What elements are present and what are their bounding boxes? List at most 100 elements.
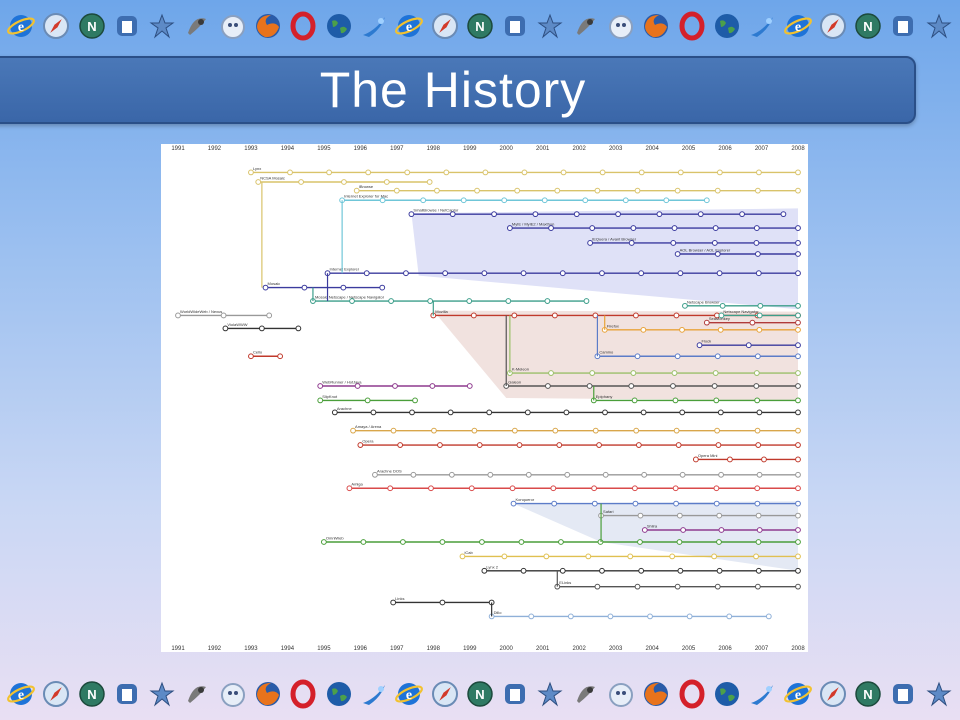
browser-label: Camino <box>599 350 614 355</box>
version-node <box>795 485 801 492</box>
version-node <box>594 187 601 194</box>
version-node <box>753 383 760 389</box>
year-label-top: 1991 <box>171 146 185 152</box>
version-node <box>597 539 604 545</box>
browser-label: K-Meleon <box>512 367 529 372</box>
browser-label: Cello <box>253 350 263 355</box>
version-node <box>277 353 284 360</box>
version-node <box>755 270 762 277</box>
safari-icon <box>43 13 70 39</box>
version-node <box>638 169 645 176</box>
browser-label: Mozilla <box>435 309 448 314</box>
version-node <box>677 270 684 277</box>
version-node <box>550 485 557 492</box>
version-node <box>677 169 684 176</box>
version-node <box>680 527 687 533</box>
year-label-top: 2007 <box>755 146 769 152</box>
version-node <box>726 613 733 620</box>
year-label-top: 2004 <box>645 146 659 152</box>
version-node <box>459 553 466 560</box>
version-node <box>470 312 477 319</box>
version-node <box>558 539 564 545</box>
year-label-top: 1999 <box>463 146 477 152</box>
browser-label: Arachne <box>337 406 353 411</box>
version-node <box>392 383 398 389</box>
version-node <box>753 370 760 376</box>
version-node <box>437 442 443 448</box>
version-node <box>673 427 680 434</box>
version-node <box>447 409 454 416</box>
version-node <box>501 197 508 204</box>
version-node <box>713 500 720 507</box>
year-label-bottom: 1991 <box>171 646 185 652</box>
version-node <box>520 270 527 277</box>
version-node <box>703 197 710 204</box>
version-node <box>754 397 761 404</box>
version-node <box>674 583 681 590</box>
safari-icon <box>819 13 846 39</box>
version-node <box>795 225 801 231</box>
version-node <box>669 553 676 560</box>
opera-icon <box>679 11 705 41</box>
version-node <box>563 409 570 416</box>
version-node <box>795 583 801 590</box>
browser-label: WebRunner / HotJava <box>322 380 362 385</box>
shield-icon <box>116 684 137 704</box>
version-node <box>602 471 609 478</box>
version-node <box>353 187 360 194</box>
version-node <box>510 500 517 507</box>
browser-label: AOL Browser / AOL Explorer <box>680 248 731 253</box>
ie-icon: e <box>395 683 424 705</box>
version-node <box>754 500 761 507</box>
version-node <box>248 353 254 360</box>
year-label-top: 2003 <box>609 146 623 152</box>
svg-text:e: e <box>794 688 800 703</box>
globe-icon <box>714 14 739 38</box>
version-node <box>795 409 801 416</box>
version-node <box>248 169 254 176</box>
gecko-influence-region <box>433 310 798 401</box>
svg-text:N: N <box>87 19 96 34</box>
version-node <box>442 270 449 277</box>
version-node <box>340 284 347 291</box>
version-node <box>711 553 718 560</box>
version-node <box>393 187 400 194</box>
version-node <box>714 583 721 590</box>
year-label-top: 1997 <box>390 146 404 152</box>
timeline-svg: 1991199119921992199319931994199419951995… <box>171 146 805 652</box>
version-node <box>266 312 273 319</box>
version-node <box>589 370 596 376</box>
camino-icon <box>609 683 634 707</box>
version-node <box>696 342 703 349</box>
version-node <box>400 539 406 545</box>
year-label-bottom: 1995 <box>317 646 331 652</box>
version-node <box>428 485 434 492</box>
version-node <box>638 567 645 574</box>
version-node <box>795 500 801 507</box>
shield-icon <box>893 684 914 704</box>
browser-label: Galeon <box>508 380 521 385</box>
version-node <box>349 298 355 304</box>
version-node <box>715 442 722 448</box>
browser-label: Links <box>395 596 404 601</box>
version-node <box>505 298 512 304</box>
version-node <box>301 284 308 291</box>
version-node <box>795 270 801 277</box>
version-node <box>633 427 640 434</box>
comet-icon <box>362 17 385 37</box>
version-node <box>717 326 724 333</box>
ie-icon: e <box>7 15 35 37</box>
version-node <box>673 312 680 319</box>
version-node <box>753 553 759 560</box>
version-node <box>615 211 621 218</box>
version-node <box>479 539 485 545</box>
version-node <box>795 397 801 404</box>
version-node <box>481 567 488 574</box>
konqueror-icon <box>926 13 952 39</box>
version-node <box>795 187 801 194</box>
epiphany-icon <box>576 18 595 35</box>
version-node <box>388 298 394 304</box>
netscape-icon: N <box>855 13 881 39</box>
version-node <box>795 169 801 176</box>
